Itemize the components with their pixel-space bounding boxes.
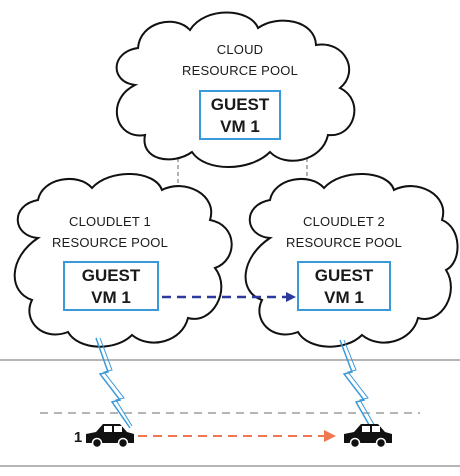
cloudlet-1-guest-vm-box bbox=[63, 261, 159, 311]
cloud-title-line2: RESOURCE POOL bbox=[182, 63, 298, 78]
car-icon-current bbox=[86, 424, 134, 449]
cloudlet-2-title-line2: RESOURCE POOL bbox=[286, 235, 402, 250]
cloudlet-2-vm-label: VM 1 bbox=[324, 288, 364, 307]
cloudlet-2-guest-vm-box bbox=[297, 261, 391, 311]
cloud-guest-vm-box bbox=[199, 90, 281, 140]
cloud-shape bbox=[115, 11, 356, 168]
cloudlet-1-resource-pool: CLOUDLET 1 RESOURCE POOL GUEST VM 1 bbox=[13, 173, 233, 348]
cloudlet-1-vm-label: VM 1 bbox=[91, 288, 131, 307]
cloudlet-2-resource-pool: CLOUDLET 2 RESOURCE POOL GUEST VM 1 bbox=[244, 173, 459, 348]
wireless-link-cloudlet-2 bbox=[339, 339, 377, 431]
cloudlet-2-guest-label: GUEST bbox=[315, 266, 374, 285]
cloudlet-2-shape bbox=[244, 173, 459, 348]
wireless-link-cloudlet-1 bbox=[95, 337, 133, 429]
cloud-vm-label: VM 1 bbox=[220, 117, 260, 136]
cloud-resource-pool: CLOUD RESOURCE POOL GUEST VM 1 bbox=[115, 11, 356, 168]
cloudlet-1-title-line2: RESOURCE POOL bbox=[52, 235, 168, 250]
cloudlet-2-title-line1: CLOUDLET 2 bbox=[303, 214, 385, 229]
cloudlet-1-title-line1: CLOUDLET 1 bbox=[69, 214, 151, 229]
cloud-title-line1: CLOUD bbox=[217, 42, 264, 57]
cloudlet-1-guest-label: GUEST bbox=[82, 266, 141, 285]
vehicle-label: 1 bbox=[74, 429, 82, 446]
cloudlet-1-shape bbox=[13, 173, 233, 348]
car-icon-destination bbox=[344, 424, 392, 449]
cloud-guest-label: GUEST bbox=[211, 95, 270, 114]
